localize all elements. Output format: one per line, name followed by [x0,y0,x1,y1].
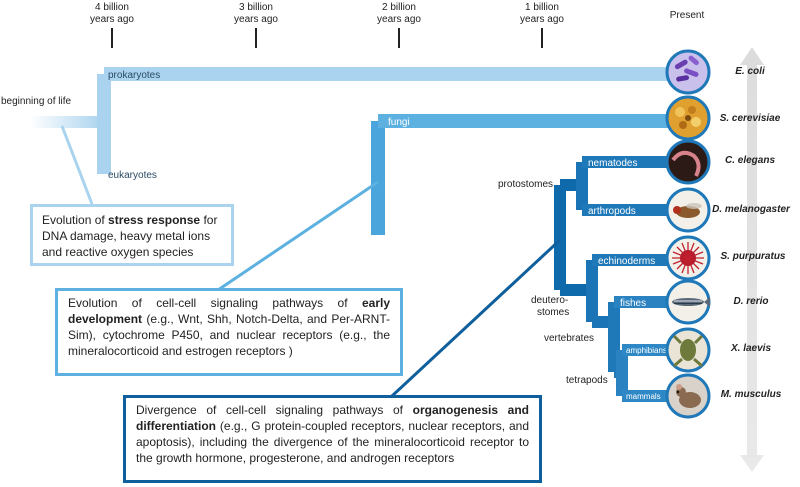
species-drerio: D. rerio [733,296,769,307]
tick-label-present: Present [669,10,705,21]
species-ecoli: E. coli [735,66,765,77]
root-branch [30,116,104,128]
label-prokaryotes: prokaryotes [108,70,160,81]
timeline-ticks [111,28,543,48]
label-echinoderms: echinoderms [598,256,655,267]
organ-connector [390,238,562,398]
c-elegans-image [665,139,711,185]
label-mammals: mammals [626,392,661,401]
clade-tetrapods: tetrapods [566,375,608,386]
label-fishes: fishes [620,298,646,309]
sea-urchin-image [665,235,711,281]
species-celegans: C. elegans [724,155,776,166]
label-fungi: fungi [388,117,410,128]
clade-vertebrates: vertebrates [544,333,595,344]
mouse-image [665,373,711,419]
species-mmusculus: M. musculus [720,389,782,400]
label-nematodes: nematodes [588,158,637,169]
xenopus-image [665,327,711,373]
organism-images [665,49,711,419]
species-xlaevis: X. laevis [730,343,772,354]
zebrafish-image [665,279,711,325]
clade-protostomes: protostomes [498,179,554,190]
drosophila-image [665,187,711,233]
species-dmelanogaster: D. melanogaster [712,204,790,215]
stress-connector [60,125,94,205]
clade-deuterostomes: deutero-stomes [531,295,570,318]
early-connector [214,180,379,294]
stress-response-box: Evolution of stress response for DNA dam… [30,204,234,266]
label-amphibians: amphibians [626,346,667,355]
organogenesis-box: Divergence of cell-cell signaling pathwa… [123,395,542,483]
label-arthropods: arthropods [588,206,636,217]
species-spurpuratus: S. purpuratus [720,251,786,262]
label-eukaryotes: eukaryotes [108,170,157,181]
label-animals: animals [392,231,426,242]
yeast-image [665,95,711,141]
early-development-box: Evolution of cell-cell signaling pathway… [55,288,403,376]
species-scerevisiae: S. cerevisiae [719,113,781,124]
root-label: beginning of life [1,96,72,107]
time-arrow [740,47,764,472]
ecoli-image [665,49,711,95]
